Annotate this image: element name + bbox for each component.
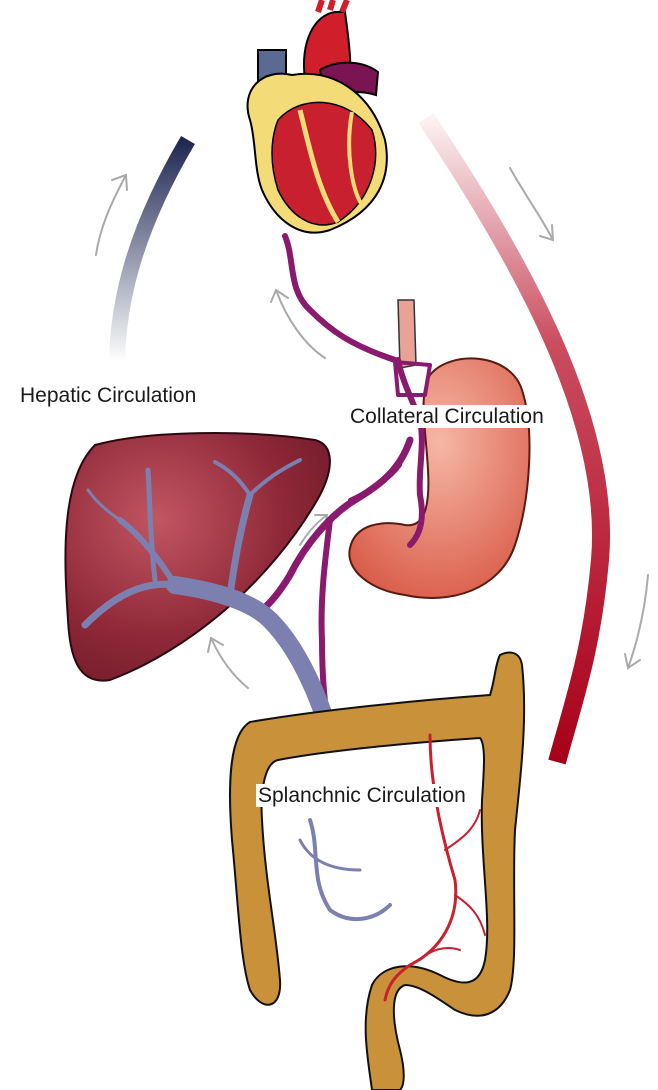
hepatic-circulation-label: Hepatic Circulation <box>20 385 196 406</box>
venous-flow-arc <box>117 140 188 362</box>
heart <box>248 0 387 233</box>
mesenteric-arteries <box>385 735 485 1000</box>
colon <box>230 652 524 1090</box>
stomach <box>349 300 529 598</box>
arrow-icon <box>271 290 325 358</box>
arrow-icon <box>208 638 248 688</box>
arrow-icon <box>625 575 648 668</box>
arrow-icon <box>510 168 553 240</box>
collateral-circulation-label: Collateral Circulation <box>348 405 546 428</box>
arrow-icon <box>96 175 127 255</box>
splanchnic-circulation-label: Splanchnic Circulation <box>256 784 468 807</box>
